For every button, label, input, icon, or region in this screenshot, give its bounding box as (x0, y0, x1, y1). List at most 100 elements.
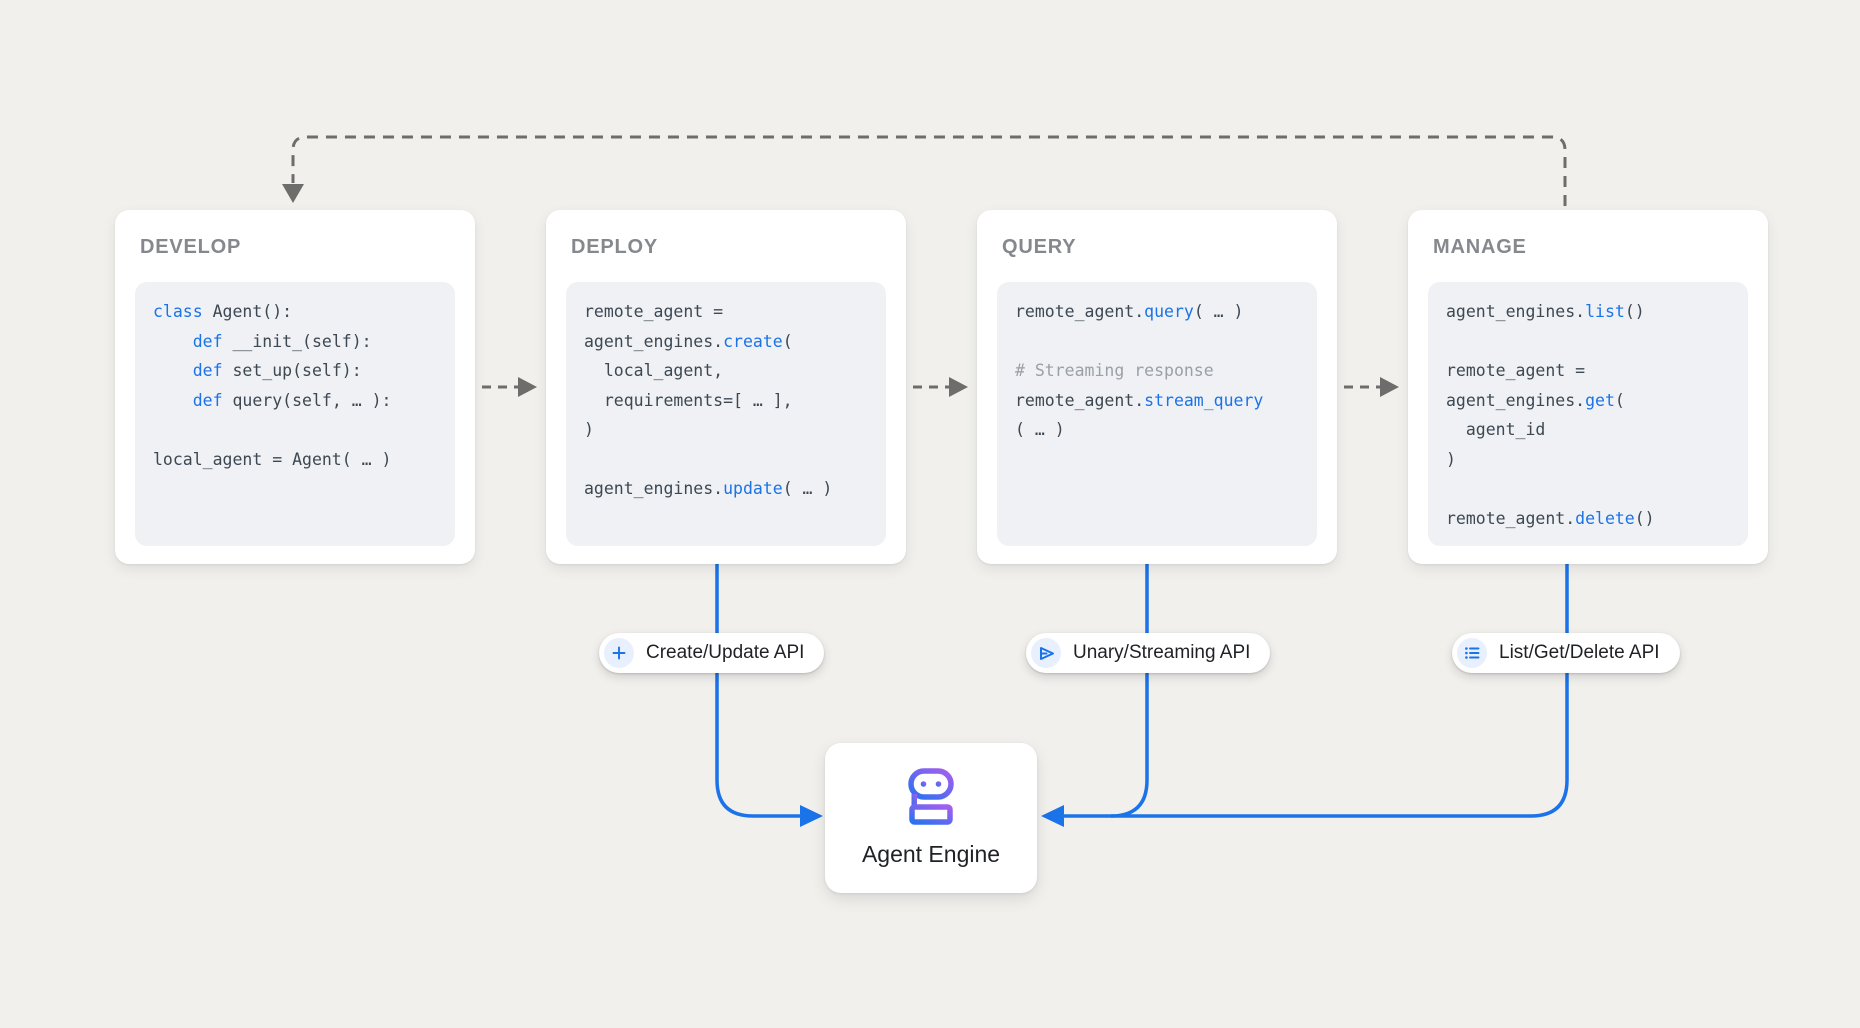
code-text (153, 332, 193, 351)
code-keyword: update (723, 479, 783, 498)
code-text: Agent(): (202, 302, 293, 321)
send-icon (1031, 638, 1061, 668)
code-text: ( … ) (782, 479, 833, 498)
code-text: remote_agent = (584, 302, 724, 321)
code-keyword: query (1144, 302, 1194, 321)
code-text: () (1624, 302, 1645, 321)
deploy-query-arrowhead (949, 377, 968, 397)
manage-to-engine-line (1111, 562, 1569, 818)
agent-engine-label: Agent Engine (861, 841, 1001, 867)
code-line: remote_agent.stream_query (1015, 386, 1307, 416)
agent-engine-node: Agent Engine (825, 743, 1037, 893)
code-line (153, 415, 445, 445)
plus-icon (604, 638, 634, 668)
code-line: agent_engines.update( … ) (584, 474, 876, 504)
stage-title: DEVELOP (140, 236, 242, 258)
develop-deploy-arrowhead (518, 377, 537, 397)
unary-streaming-api-pill: Unary/Streaming API (1026, 633, 1271, 673)
code-line: agent_id (1446, 415, 1738, 445)
code-line: ) (584, 415, 876, 445)
code-line: def __init_(self): (153, 327, 445, 357)
code-keyword: list (1585, 302, 1625, 321)
code-block: remote_agent = agent_engines.create( loca… (566, 282, 886, 546)
code-line: ( … ) (1015, 415, 1307, 445)
code-line: # Streaming response (1015, 356, 1307, 386)
code-line: remote_agent.delete() (1446, 504, 1738, 534)
stage-card-query: QUERY remote_agent.query( … ) # Streamin… (977, 210, 1337, 564)
code-keyword: def (192, 390, 223, 410)
code-text: agent_engines. (584, 331, 724, 351)
code-text: remote_agent. (1015, 390, 1145, 410)
code-text: ( … ) (1193, 302, 1244, 321)
code-text: remote_agent. (1015, 302, 1145, 321)
code-text: local_agent, (584, 361, 724, 380)
code-text: set_up(self): (222, 361, 362, 380)
code-text: ) (1446, 449, 1456, 469)
code-block: agent_engines.list() remote_agent =agent… (1428, 282, 1748, 546)
code-comment: # Streaming response (1015, 361, 1214, 380)
code-line: class Agent(): (153, 297, 445, 327)
code-keyword: create (723, 331, 783, 351)
code-text: requirements=[ … ], (584, 390, 793, 410)
code-text: agent_engines. (584, 479, 724, 498)
code-line: agent_engines.get( (1446, 386, 1738, 416)
code-line: remote_agent.query( … ) (1015, 297, 1307, 327)
code-text: remote_agent = (1446, 361, 1586, 380)
code-keyword: def (192, 331, 223, 351)
code-text (153, 391, 193, 410)
query-manage-arrowhead (1380, 377, 1399, 397)
feedback-loop-line (291, 135, 1567, 206)
code-text: query(self, … ): (222, 390, 392, 410)
code-block: remote_agent.query( … ) # Streaming resp… (997, 282, 1317, 546)
engine-inbound-arrowhead (1041, 805, 1064, 827)
code-line: agent_engines.create( (584, 327, 876, 357)
code-text: ( (1614, 390, 1625, 410)
code-line: remote_agent = (1446, 356, 1738, 386)
deploy-to-engine-line (715, 562, 801, 818)
stage-title: DEPLOY (571, 236, 659, 258)
code-text: __init_(self): (222, 331, 372, 351)
code-keyword: get (1585, 390, 1615, 410)
stage-title: MANAGE (1433, 236, 1527, 258)
code-block: class Agent(): def __init_(self): def se… (135, 282, 455, 546)
code-line: def query(self, … ): (153, 386, 445, 416)
code-text: local_agent = Agent( … ) (153, 449, 392, 469)
code-line: agent_engines.list() (1446, 297, 1738, 327)
stage-card-manage: MANAGE agent_engines.list() remote_agent… (1408, 210, 1768, 564)
code-text (153, 361, 193, 380)
code-keyword: stream_query (1144, 390, 1264, 410)
code-line: remote_agent = (584, 297, 876, 327)
code-text: () (1634, 508, 1655, 528)
code-text: agent_id (1446, 420, 1546, 439)
code-line: local_agent = Agent( … ) (153, 445, 445, 475)
create-update-api-pill: Create/Update API (599, 633, 825, 673)
code-keyword: delete (1575, 508, 1635, 528)
feedback-loop-arrowhead (282, 184, 304, 203)
pill-label: List/Get/Delete API (1499, 642, 1660, 663)
code-text: ( … ) (1015, 420, 1065, 439)
code-line: ) (1446, 445, 1738, 475)
stage-card-develop: DEVELOP class Agent(): def __init_(self)… (115, 210, 475, 564)
code-line (584, 445, 876, 475)
code-line (1015, 327, 1307, 357)
code-text: ) (584, 420, 594, 439)
code-line: def set_up(self): (153, 356, 445, 386)
code-line: requirements=[ … ], (584, 386, 876, 416)
code-line (1446, 474, 1738, 504)
list-get-delete-api-pill: List/Get/Delete API (1452, 633, 1680, 673)
pill-label: Create/Update API (646, 642, 805, 663)
pill-label: Unary/Streaming API (1073, 642, 1251, 663)
code-text: agent_engines. (1446, 302, 1586, 321)
list-icon (1457, 638, 1487, 668)
deploy-to-engine-arrowhead (800, 805, 823, 827)
code-keyword: class (153, 302, 203, 321)
stage-title: QUERY (1002, 236, 1077, 258)
code-line: local_agent, (584, 356, 876, 386)
code-text: remote_agent. (1446, 508, 1576, 528)
query-to-engine-line (1064, 562, 1149, 818)
code-text: agent_engines. (1446, 390, 1586, 410)
code-keyword: def (192, 361, 223, 380)
stage-card-deploy: DEPLOY remote_agent =agent_engines.creat… (546, 210, 906, 564)
